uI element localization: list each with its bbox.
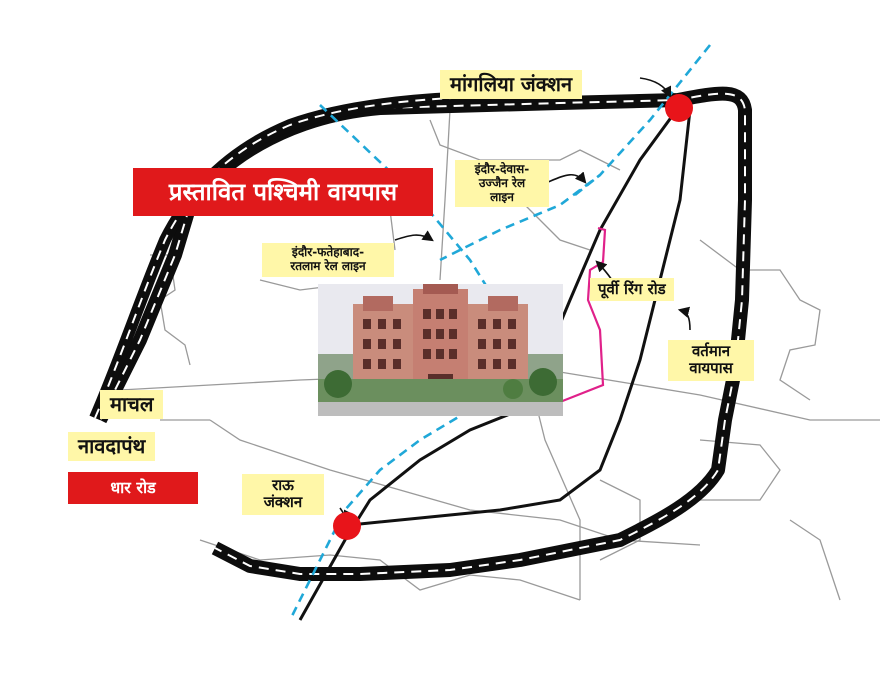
proposed-western-bypass <box>89 89 561 421</box>
label-navdapanth: नावदापंथ <box>68 432 156 461</box>
label-rau-junction: राऊ जंक्शन <box>242 474 324 515</box>
rail-lines <box>288 44 712 621</box>
map-title-banner: प्रस्तावित पश्चिमी वायपास <box>133 168 433 216</box>
label-dhar-road: धार रोड <box>68 472 198 504</box>
label-current-bypass: वर्तमान वायपास <box>668 340 754 381</box>
rau-junction-marker <box>333 512 361 540</box>
label-indore-fatehabad-rail-line: इंदौर-फतेहाबाद- रतलाम रेल लाइन <box>262 243 394 277</box>
label-indore-dewas-rail-line: इंदौर-देवास- उज्जैन रेल लाइन <box>455 160 549 208</box>
label-eastern-ring-road: पूर्वी रिंग रोड <box>590 278 674 302</box>
label-mangliya-junction: मांगलिया जंक्शन <box>440 70 583 99</box>
label-machal: माचल <box>100 390 164 419</box>
mangliya-junction-marker <box>665 94 693 122</box>
rajwada-palace-image <box>318 284 563 416</box>
